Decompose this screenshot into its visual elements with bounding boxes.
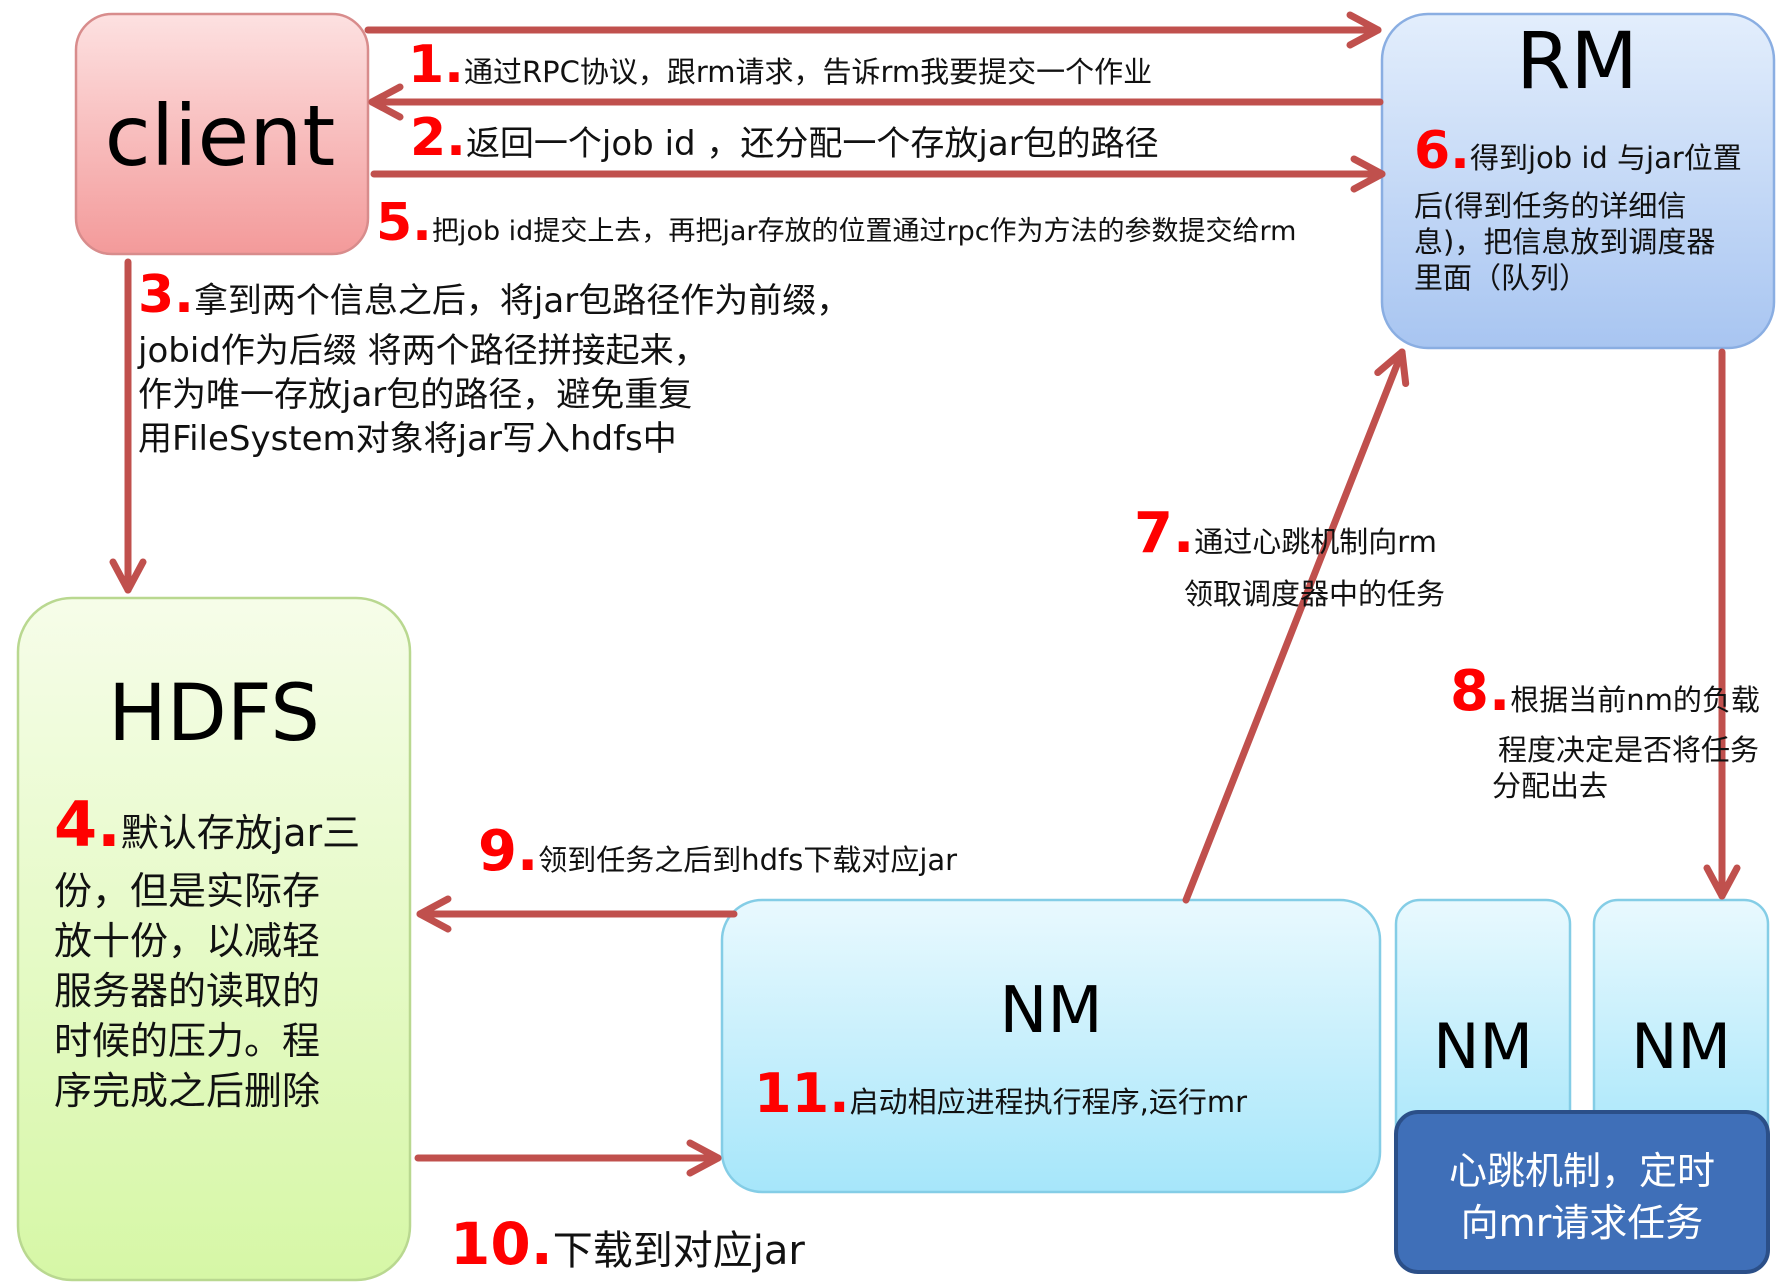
step-8-line-1: 根据当前nm的负载	[1510, 683, 1760, 717]
step-3-number: 3.	[138, 265, 194, 325]
svg-text:2.返回一个job id ，还分配一个存放jar包的路径: 2.返回一个job id ，还分配一个存放jar包的路径	[410, 108, 1159, 168]
step-4: 4.默认存放jar三 份，但是实际存 放十份，以减轻 服务器的读取的 时候的压力…	[54, 788, 360, 1113]
heartbeat-box: 心跳机制，定时 向mr请求任务	[1394, 1110, 1770, 1274]
nm-main-label: NM	[999, 974, 1102, 1048]
step-11: 11.启动相应进程执行程序,运行mr	[754, 1062, 1247, 1125]
step-10-text: 下载到对应jar	[553, 1228, 806, 1274]
svg-text:10.下载到对应jar: 10.下载到对应jar	[450, 1210, 805, 1278]
step-7-line-2: 领取调度器中的任务	[1184, 577, 1445, 611]
step-4-line-1: 默认存放jar三	[121, 811, 360, 855]
step-6-line-3: 息)，把信息放到调度器	[1414, 225, 1715, 259]
client-box: client	[74, 12, 370, 256]
step-6-number: 6.	[1414, 121, 1470, 181]
step-7: 7.通过心跳机制向rm 领取调度器中的任务	[1134, 501, 1445, 611]
step-9: 9.领到任务之后到hdfs下载对应jar	[478, 819, 957, 884]
hdfs-box: HDFS	[16, 596, 412, 1282]
svg-text:1.通过RPC协议，跟rm请求，告诉rm我要提交一个作业: 1.通过RPC协议，跟rm请求，告诉rm我要提交一个作业	[408, 35, 1152, 95]
heartbeat-line-2: 向mr请求任务	[1461, 1201, 1704, 1245]
step-9-number: 9.	[478, 819, 538, 884]
arrows	[109, 11, 1741, 1177]
step-4-number: 4.	[54, 788, 121, 861]
step-6-line-1: 得到job id 与jar位置	[1470, 141, 1742, 175]
step-4-line-4: 服务器的读取的	[54, 969, 320, 1013]
step-4-line-6: 序完成之后删除	[54, 1069, 320, 1113]
step-11-number: 11.	[754, 1062, 850, 1125]
step-3-line-1: 拿到两个信息之后，将jar包路径作为前缀，	[194, 281, 850, 321]
step-6-line-2: 后(得到任务的详细信	[1414, 189, 1686, 223]
step-9-text: 领到任务之后到hdfs下载对应jar	[538, 843, 957, 877]
step-5-number: 5.	[376, 193, 432, 253]
nm-small-box-2: NM	[1592, 898, 1770, 1162]
step-5: 5.把job id提交上去，再把jar存放的位置通过rpc作为方法的参数提交给r…	[376, 193, 1296, 253]
svg-text:4.默认存放jar三: 4.默认存放jar三	[54, 788, 360, 861]
nm-small-box-1: NM	[1394, 898, 1572, 1162]
svg-text:11.启动相应进程执行程序,运行mr: 11.启动相应进程执行程序,运行mr	[754, 1062, 1247, 1125]
hdfs-label: HDFS	[108, 669, 320, 759]
rm-box: RM	[1380, 12, 1776, 350]
arrow-nm-to-rm-7	[1182, 348, 1410, 904]
svg-text:5.把job id提交上去，再把jar存放的位置通过rpc作: 5.把job id提交上去，再把jar存放的位置通过rpc作为方法的参数提交给r…	[376, 193, 1296, 253]
step-10-number: 10.	[450, 1210, 553, 1278]
step-2: 2.返回一个job id ，还分配一个存放jar包的路径	[410, 108, 1159, 168]
client-label: client	[105, 87, 336, 185]
svg-text:7.通过心跳机制向rm: 7.通过心跳机制向rm	[1134, 501, 1437, 566]
nm-small-label-1: NM	[1433, 1010, 1533, 1083]
step-1-text: 通过RPC协议，跟rm请求，告诉rm我要提交一个作业	[464, 55, 1152, 89]
step-1-number: 1.	[408, 35, 464, 95]
step-4-line-5: 时候的压力。程	[54, 1019, 320, 1063]
step-3-line-3: 作为唯一存放jar包的路径，避免重复	[138, 375, 692, 415]
step-8-number: 8.	[1450, 659, 1510, 724]
svg-text:6.得到job id 与jar位置: 6.得到job id 与jar位置	[1414, 121, 1742, 181]
heartbeat-line-1: 心跳机制，定时	[1449, 1149, 1715, 1193]
step-8: 8.根据当前nm的负载 程度决定是否将任务 分配出去	[1450, 659, 1760, 803]
step-7-number: 7.	[1134, 501, 1194, 566]
svg-text:8.根据当前nm的负载: 8.根据当前nm的负载	[1450, 659, 1760, 724]
step-3-line-2: jobid作为后缀 将两个路径拼接起来，	[137, 331, 708, 371]
step-11-text: 启动相应进程执行程序,运行mr	[850, 1085, 1247, 1119]
step-2-number: 2.	[410, 108, 466, 168]
step-3-line-4: 用FileSystem对象将jar写入hdfs中	[138, 419, 677, 459]
step-1: 1.通过RPC协议，跟rm请求，告诉rm我要提交一个作业	[408, 35, 1152, 95]
step-4-line-2: 份，但是实际存	[54, 869, 320, 913]
step-3: 3.拿到两个信息之后，将jar包路径作为前缀， jobid作为后缀 将两个路径拼…	[137, 265, 850, 459]
svg-text:3.拿到两个信息之后，将jar包路径作为前缀，: 3.拿到两个信息之后，将jar包路径作为前缀，	[138, 265, 850, 325]
step-2-text: 返回一个job id ，还分配一个存放jar包的路径	[466, 124, 1159, 164]
nm-small-label-2: NM	[1631, 1010, 1731, 1083]
step-10: 10.下载到对应jar	[450, 1210, 805, 1278]
nm-main-box: NM	[720, 898, 1382, 1194]
rm-label: RM	[1516, 17, 1638, 107]
step-7-line-1: 通过心跳机制向rm	[1194, 525, 1437, 559]
step-6-line-4: 里面（队列）	[1414, 261, 1588, 295]
step-5-text: 把job id提交上去，再把jar存放的位置通过rpc作为方法的参数提交给rm	[432, 216, 1297, 247]
step-8-line-3: 分配出去	[1492, 769, 1608, 803]
svg-text:9.领到任务之后到hdfs下载对应jar: 9.领到任务之后到hdfs下载对应jar	[478, 819, 957, 884]
step-4-line-3: 放十份，以减轻	[54, 919, 320, 963]
step-6: 6.得到job id 与jar位置 后(得到任务的详细信 息)，把信息放到调度器…	[1414, 121, 1742, 295]
step-8-line-2: 程度决定是否将任务	[1498, 733, 1759, 767]
